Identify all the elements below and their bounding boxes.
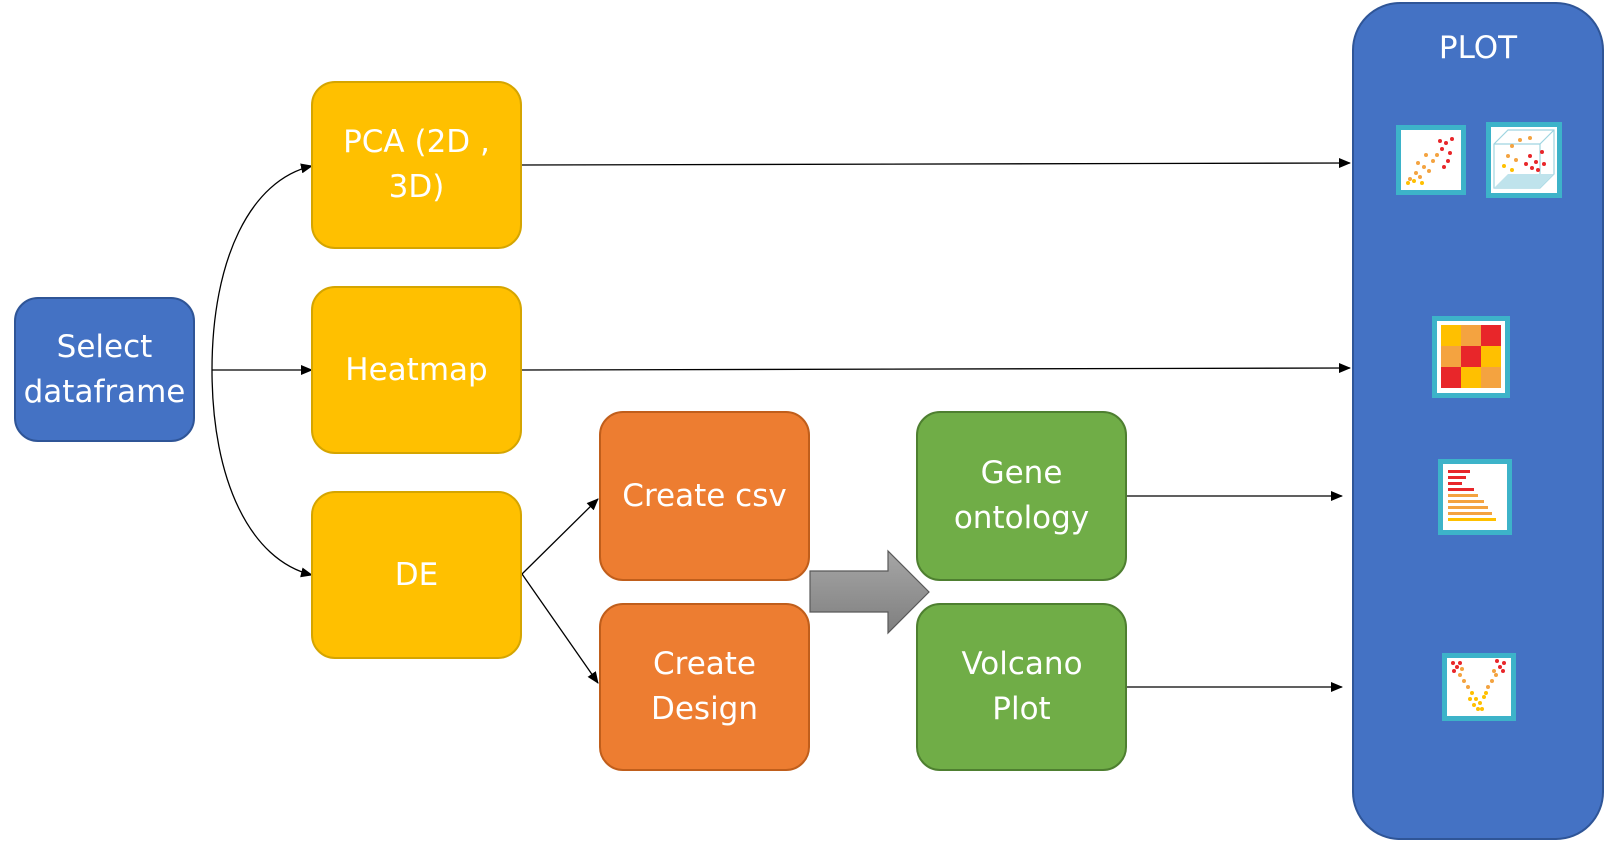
heatmap-label: Heatmap bbox=[345, 351, 488, 388]
gene-ontology-node: Gene ontology bbox=[916, 411, 1127, 581]
connector-heatmap-to-plot bbox=[521, 363, 1351, 374]
pca-node: PCA (2D , 3D) bbox=[311, 81, 522, 249]
heatmap-node: Heatmap bbox=[311, 286, 522, 454]
volcano-icon bbox=[1442, 653, 1516, 721]
connector-de-to-csv bbox=[521, 498, 599, 575]
de-node: DE bbox=[311, 491, 522, 659]
select-dataframe-label: Select dataframe bbox=[23, 328, 186, 410]
select-dataframe-node: Select dataframe bbox=[14, 297, 195, 442]
create-design-label: Create Design bbox=[650, 646, 759, 727]
block-arrow bbox=[809, 549, 930, 635]
volcano-plot-label: Volcano Plot bbox=[961, 646, 1083, 727]
de-label: DE bbox=[394, 556, 439, 593]
bar-chart-icon bbox=[1438, 459, 1512, 535]
volcano-plot-node: Volcano Plot bbox=[916, 603, 1127, 771]
connector-select-to-pca bbox=[211, 163, 313, 371]
pca-label: PCA (2D , 3D) bbox=[343, 124, 490, 205]
scatter-3d-icon bbox=[1486, 122, 1562, 198]
heatmap-icon bbox=[1432, 316, 1510, 398]
create-design-node: Create Design bbox=[599, 603, 810, 771]
connector-de-to-design bbox=[521, 573, 599, 684]
scatter-2d-icon bbox=[1396, 125, 1466, 195]
connector-select-to-de bbox=[211, 369, 313, 578]
connector-pca-to-plot bbox=[521, 158, 1351, 169]
create-csv-node: Create csv bbox=[599, 411, 810, 581]
plot-title: PLOT bbox=[1438, 30, 1518, 66]
gene-ontology-label: Gene ontology bbox=[953, 455, 1090, 536]
create-csv-label: Create csv bbox=[622, 477, 787, 514]
